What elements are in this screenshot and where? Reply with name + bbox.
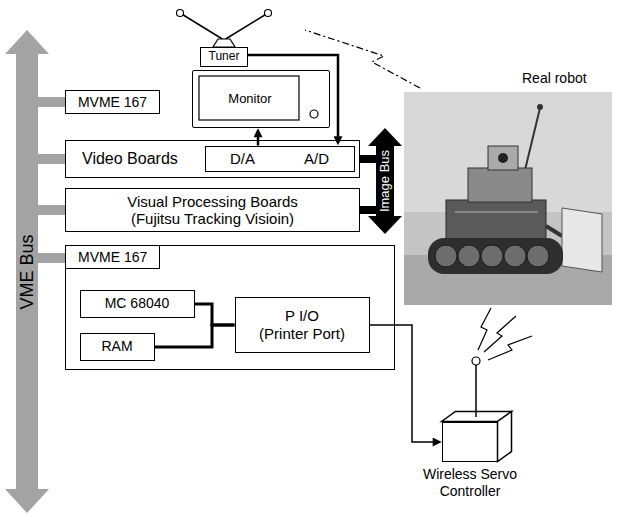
box-label: Wireless Servo Controller [408,466,532,500]
board-box: Visual Processing Boards(Fujitsu Trackin… [65,188,360,232]
robot-track [428,238,563,274]
tuner-box: Tuner [200,47,248,67]
tuner-antenna [177,10,272,48]
robot-wheel [504,245,526,267]
radio-wave [478,308,491,350]
bus-wire [38,205,65,215]
box-label: (Fujitsu Tracking Visioin) [131,210,294,227]
box-label: RAM [101,338,132,354]
bus-wire [195,304,235,325]
signal-arrow [370,325,440,442]
robot-wheel [458,245,480,267]
robot-upper [468,168,532,202]
box-label: Visual Processing Boards [127,193,298,210]
robot-blade [562,208,602,272]
bus-body [368,128,402,234]
box-label: P I/O [285,307,319,324]
bus-label: VME Bus [17,234,38,309]
box-label: MVME 167 [66,246,160,269]
bus-arrow: VME Bus [16,30,38,513]
bus-body [5,30,49,513]
port-box: P I/O(Printer Port) [235,297,370,353]
robot-wheel [527,245,549,267]
converter-box: D/A A/D [205,146,355,172]
antenna-rod [180,13,224,40]
box-label: A/D [304,150,329,167]
bus-arrow: Image Bus [376,128,394,234]
signal-arrow [257,131,260,146]
radio-waves [478,308,532,360]
chip-box: MC 68040 [80,290,195,318]
bus-wire [155,325,235,347]
antenna-tip [265,10,272,17]
box-label: Tuner [209,50,240,64]
controller-side [498,412,512,462]
robot-arm [546,226,562,236]
chip-box: RAM [80,333,155,361]
antenna-base [213,39,235,47]
box-label: MC 68040 [105,295,170,311]
robot-antenna-tip [537,104,543,110]
robot-wheel [435,245,457,267]
box-label: (Printer Port) [259,325,345,342]
monitor: Monitor [192,70,330,128]
bus-wire [38,154,65,164]
radio-wave [488,336,532,360]
bus-wire [360,155,376,163]
bus-label: Image Bus [378,150,393,212]
robot-body [446,200,546,240]
servo-controller: Wireless Servo Controller [442,422,498,462]
caption-label: Real robot [522,70,587,86]
controller-antenna [475,365,477,417]
photo-ground [404,92,612,305]
cpu-board: MC 68040RAM P I/O(Printer Port) MVME 167 [65,245,395,370]
board-box: D/A A/D Video Boards [65,140,360,178]
bus-wire [38,253,65,263]
radio-wave [484,316,516,352]
antenna-tip [472,357,480,365]
photo-wall [404,92,612,212]
robot-camera [488,146,518,170]
robot-lens [498,153,508,163]
box-label: MVME 167 [78,94,147,110]
monitor-screen [199,76,299,120]
robot-wheel [481,245,503,267]
monitor-knob [310,110,318,118]
antenna-tip [177,10,184,17]
antenna-rod [224,13,268,40]
robot-antenna [525,108,540,170]
bus-wire [38,97,65,107]
robot-photo [404,92,612,305]
box-label: Monitor [228,92,271,107]
bus-wire [360,206,376,214]
robot-detail [455,211,538,213]
box-label: D/A [230,150,255,167]
board-box: MVME 167 [65,90,160,114]
box-label: Video Boards [82,150,178,168]
controller-shape [443,423,496,460]
